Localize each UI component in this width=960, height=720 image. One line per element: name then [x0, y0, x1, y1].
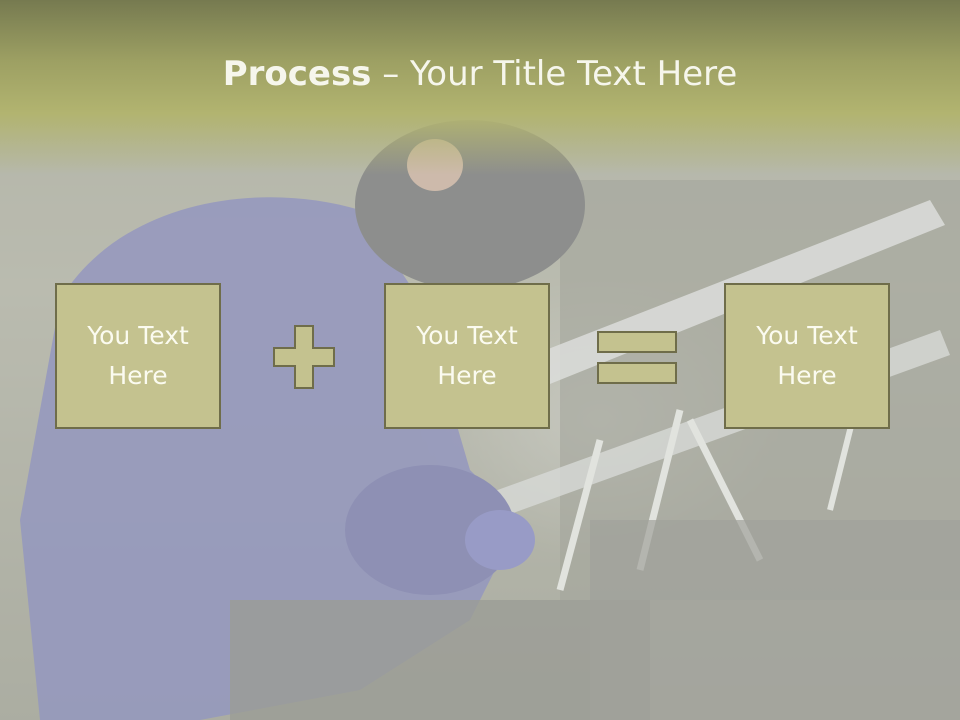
box-1-line-1: You Text [87, 321, 189, 350]
process-box-3[interactable]: You Text Here [724, 283, 890, 429]
box-2-line-2: Here [437, 361, 497, 390]
equals-icon [597, 331, 677, 384]
box-3-line-1: You Text [756, 321, 858, 350]
title-bold: Process [222, 54, 372, 94]
title-band [0, 0, 960, 175]
process-box-1[interactable]: You Text Here [55, 283, 221, 429]
slide-title[interactable]: Process – Your Title Text Here [0, 52, 960, 96]
box-2-line-1: You Text [416, 321, 518, 350]
process-box-2[interactable]: You Text Here [384, 283, 550, 429]
title-rest: – Your Title Text Here [371, 54, 738, 94]
box-1-line-2: Here [108, 361, 168, 390]
plus-icon [273, 325, 335, 389]
box-3-line-2: Here [777, 361, 837, 390]
